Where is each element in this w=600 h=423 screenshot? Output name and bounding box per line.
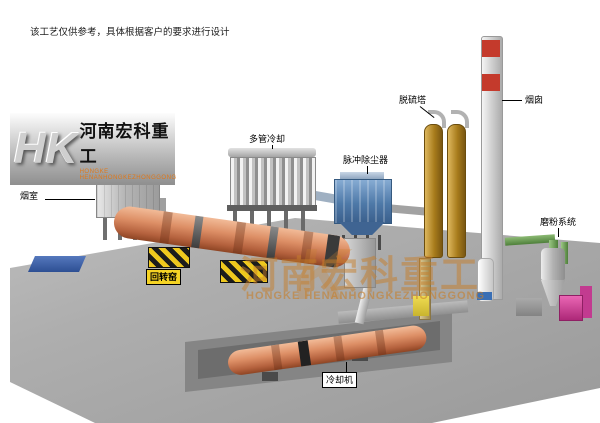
blue-foundation-pad [28,256,86,272]
desulfurization-tower [424,124,443,258]
watermark-company-en: HONGKE HENANHONGKEZHONGGONG [246,290,486,302]
kiln-tyre [191,215,204,249]
leader-multi-tube-cooler [272,145,273,149]
leader-grinding-system [558,228,559,237]
kiln-support-pier [220,260,268,283]
pulse-dust-collector-hopper [339,222,385,235]
label-rotary-kiln: 回转窑 [146,269,182,285]
logo-company-cn: 河南宏科重工 [79,122,170,166]
multi-tube-cooler-base [227,205,317,211]
multi-tube-cooler-tubes [230,157,316,207]
leader-pulse-dust-collector [367,166,368,174]
multi-tube-cooler-manifold [228,148,316,157]
label-chimney: 烟囱 [523,94,546,106]
grinding-base-box [516,298,542,316]
grinding-mill-unit [559,295,583,321]
cooler-tyre [297,340,312,367]
watermark-monogram: K [296,235,348,315]
label-desulfurization-tower: 脱硫塔 [397,94,429,106]
label-grinding-system: 磨粉系统 [538,216,579,228]
label-multi-tube-cooler: 多管冷却 [247,133,288,145]
cooler-ring-band [374,329,387,356]
kiln-support-pier [148,247,190,268]
kiln-ring-band [159,211,173,245]
pulse-dust-collector-body [334,179,392,224]
desulfurization-tower [447,124,466,258]
tower-top-elbow [451,110,469,128]
chimney-red-band [482,40,500,57]
logo-company-en: HONGKE HENANHONGKEZHONGGONG [79,169,177,181]
yellow-feeder-box [413,296,429,316]
label-cooling-machine: 冷却机 [322,372,358,388]
cooler-ring-band [333,335,345,362]
tower-top-elbow [428,110,446,128]
filter-to-tower-duct [387,204,429,216]
label-pulse-dust-collector: 脉冲除尘器 [341,154,391,166]
company-logo: HK 河南宏科重工 HONGKE HENANHONGKEZHONGGONG [10,113,177,185]
leader-cooling-machine [346,362,347,372]
disclaimer-text: 该工艺仅供参考，具体根据客户的要求进行设计 [30,27,230,38]
grinding-mill-column [580,286,592,318]
silo-blue-band [477,292,492,300]
cooler-support-block [262,372,278,381]
cooler-ring-band [271,344,283,371]
watermark-company-cn: 河南宏科重工 [240,255,481,297]
small-silo-tank [477,258,494,302]
logo-monogram: HK [14,124,78,173]
leader-smoke-chamber [45,199,95,200]
leader-chimney [502,100,522,101]
chimney-red-band [482,74,500,91]
dust-collector-outlet-pipe [340,172,384,179]
cyclone-separator-body [541,248,565,280]
label-smoke-chamber: 烟室 [18,190,41,202]
